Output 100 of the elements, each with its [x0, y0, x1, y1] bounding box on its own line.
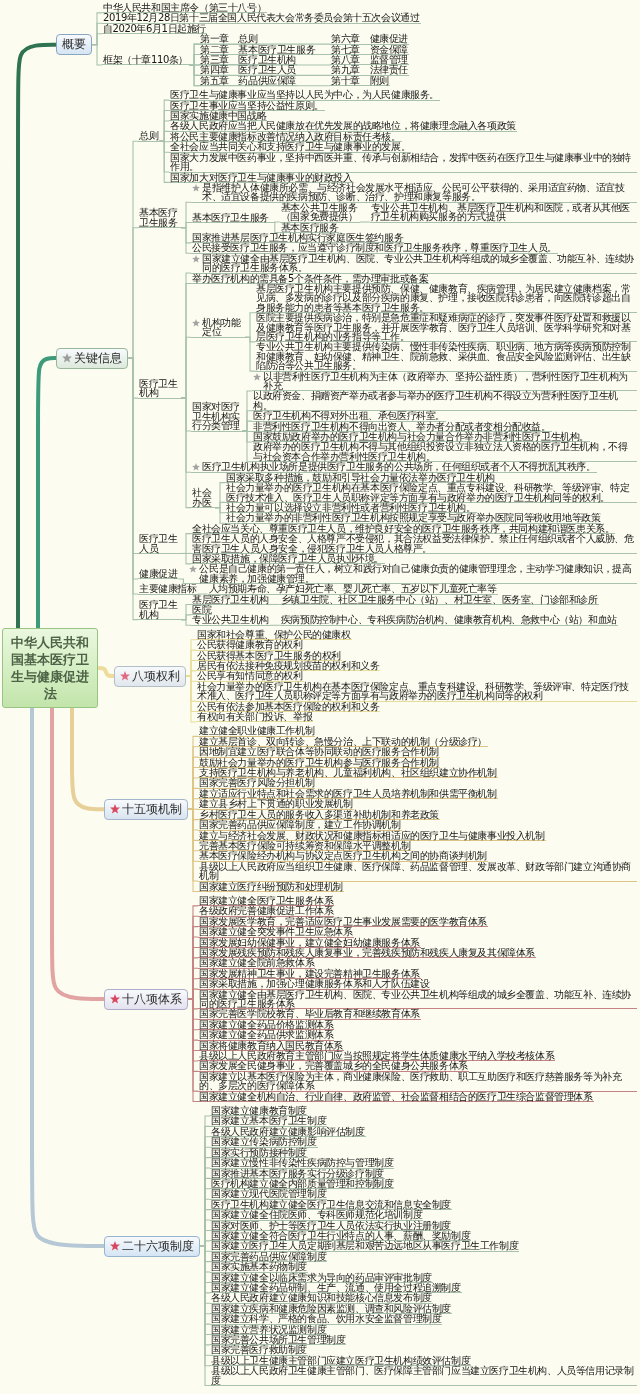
topic: 各级人民政府建立健康知识和技能核心信息发布制度 — [210, 1293, 433, 1304]
branch-label: 八项权利 — [132, 668, 180, 684]
topic: 基层医疗卫生机构 — [191, 594, 270, 605]
topic: 专业公共卫生机构、基层医疗卫生机构和医院，或者从其他医疗卫生机构购买服务的方式提供 — [369, 202, 637, 223]
topic: 各级政府完善健康促进工作体系 — [198, 906, 335, 917]
connector-line — [91, 44, 103, 66]
branch-box — [56, 347, 128, 369]
topic: 全社会应当关心、尊重医疗卫生人员，维护良好安全的医疗卫生服务秩序，共同构建和谐医患关系。 — [191, 523, 616, 535]
topic: 国家建立以基本医疗保险为主体，商业健康保险、医疗救助、职工互助医疗和医疗慈善服务等为补充的、多层次的医疗保障体系 — [198, 1071, 637, 1092]
topic: 基本医疗卫生服务 — [138, 208, 181, 229]
topic: 国家建立现代医院管理制度 — [210, 1189, 328, 1200]
connector-line — [214, 507, 226, 524]
topic: 第四章 医疗卫生人员 — [199, 65, 298, 76]
topic-text: 国家建立健全由基层医疗卫生机构、医院、专业公共卫生机构等组成的城乡全覆盖、功能互补、连续协同的医疗卫生服务体系。 — [202, 253, 635, 273]
branch-label: 二十六项制度 — [122, 1238, 194, 1254]
topic: 社会力量举办的非营利性医疗卫生机构按照规定享受与政府举办医院同等税收用地等政策 — [225, 513, 602, 524]
topic: 医疗卫生与健康事业应当坚持以人民为中心，为人民健康服务。 — [169, 90, 440, 101]
topic: 人均预期寿命、孕产妇死亡率、婴儿死亡率、五岁以下儿童死亡率等 — [207, 584, 498, 595]
topic: 医疗卫生机构 — [138, 600, 181, 621]
topic: 社会力量举办的医疗卫生机构在基本医疗保险定点、重点专科建设、科研教学、等级评审、特定医疗技术准入、医疗卫生人员职称评定等方面享有与政府举办的医疗卫生机构同等的权利。 — [225, 483, 637, 503]
connector-line — [180, 227, 192, 254]
connector-line — [269, 624, 281, 626]
topic: 全社会应当共同关心和支持医疗卫生与健康事业的发展。 — [169, 142, 412, 153]
topic: 医疗卫生机构不得对外出租、承包医疗科室。 — [252, 411, 446, 422]
topic: 国家建立科学、严格的食品、饮用水安全监督管理制度 — [210, 1314, 443, 1325]
topic: 公民享有知情同意的权利 — [196, 671, 304, 682]
topic: 专业公共卫生机构主要提供传染病、慢性非传染性疾病、职业病、地方病等疾病预防控制和健康教育、妇幼保健、精神卫生、院前急救、采供血、食品安全风险监测评估、出生缺陷防治等公共卫生服务。 — [255, 342, 637, 372]
topic: 国家采取多种措施，鼓励和引导社会力量依法举办医疗卫生机构 — [225, 472, 496, 484]
topic: 第六章 健康促进 — [330, 34, 410, 45]
topic: 国家发展全民健身事业，完善覆盖城乡的全民健身公共服务体系 — [198, 1061, 469, 1072]
connector-line — [269, 603, 281, 605]
topic: 医疗卫生人员的人身安全、人格尊严不受侵犯，其合法权益受法律保护。禁止任何组织或者个人威胁、危害医疗卫生人员人身安全，侵犯医疗卫生人员人格尊严。 — [191, 534, 637, 554]
topic: 国家加大对医疗卫生与健康事业的财政投入 — [169, 172, 354, 183]
topic: 国家建立健全药品供求监测体系 — [198, 1030, 335, 1041]
topic: 第七章 资金保障 — [330, 44, 410, 56]
connector-line — [177, 578, 189, 585]
topic: 医院主要提供疾病诊治，特别是急危重症和疑难病症的诊疗，突发事件医疗处置和救援以及健康教育等医疗卫生服务，并开展医学教育、医疗卫生人员培训、医学科学研究和对基层医疗卫生机构的业务指导等工作。 — [255, 313, 637, 343]
topic: 第五章 药品供应保障 — [199, 75, 298, 87]
topic: 国家发展精神卫生事业，建设完善精神卫生服务体系 — [198, 968, 421, 980]
topic: 国家完善医疗救助制度 — [210, 1345, 308, 1356]
branch-label: 十五项机制 — [122, 801, 182, 817]
topic: 建立县乡村上下贯通的职业发展机制 — [198, 799, 354, 810]
topic: 建立健全职业健康工作机制 — [198, 726, 316, 737]
topic: 完善基本医疗保险可持续筹资和保障水平调整机制 — [198, 840, 412, 852]
topic: 国家建立健全以临床需求为导向的药品审评审批制度 — [210, 1272, 433, 1283]
topic: 总则 — [138, 131, 160, 142]
topic: 基本医疗卫生服务 — [191, 212, 270, 224]
branch-label: 十八项体系 — [122, 991, 182, 1007]
topic: 国家发展残疾预防和残疾人康复事业，完善残疾预防和残疾人康复及其保障体系 — [198, 947, 536, 959]
topic: 中华人民共和国主席令（第三十八号） — [102, 3, 268, 14]
topic: 第二章 基本医疗卫生服务 — [199, 44, 317, 56]
topic: 国家大力发展中医药事业，坚持中西医并重、传承与创新相结合，发挥中医药在医疗卫生与健康事业中的独特作用。 — [169, 152, 637, 173]
topic: 社会办医 — [191, 488, 215, 509]
connector-line — [359, 221, 371, 223]
topic: 有权向有关部门投诉、举报 — [196, 712, 314, 723]
topic: 将公民主要健康指标改善情况纳入政府目标责任考核。 — [169, 131, 402, 143]
topic: 国家对医疗卫生机构实行分类管理 — [191, 402, 242, 432]
topic: 国家建立慢性非传染性疾病防控与管理制度 — [210, 1158, 395, 1169]
topic: 县级以上卫生健康主管部门应建立医疗卫生机构绩效评估制度 — [210, 1355, 472, 1367]
topic: 国家采取措施，加强心理健康服务体系和人才队伍建设 — [198, 979, 431, 990]
topic: 国家完善药品供应保障制度 — [210, 1251, 328, 1263]
topic: 国家发展妇幼保健事业，建立健全妇幼健康服务体系 — [198, 937, 421, 948]
topic: 公民获得基本医疗卫生服务的权利 — [196, 650, 342, 661]
topic-text: 机构功能定位 — [202, 317, 242, 337]
topic: 公民接受医疗卫生服务，应当遵守诊疗制度和医疗卫生服务秩序，尊重医疗卫生人员。 — [191, 243, 558, 254]
topic: 建立适应行业特点和社会需求的医疗卫生人员培养机制和供需平衡机制 — [198, 788, 498, 800]
connector-line — [244, 336, 256, 372]
topic: 基本医疗服务 — [279, 222, 340, 233]
topic: 举办医疗机构的需具备5个条件条件，需办理审批或备案 — [191, 273, 430, 284]
connector-line — [197, 593, 209, 595]
topic: 框架（十章110条） — [102, 55, 190, 66]
topic: 国家实行预防接种制度 — [210, 1147, 308, 1159]
topic: 2019年12月28日第十三届全国人民代表大会常务委员会第十五次会议通过 — [102, 13, 421, 24]
topic: 国家建立营养状况监测制度 — [210, 1324, 328, 1335]
topic: 国家建立健全突发事件卫生应急体系 — [198, 927, 354, 938]
branch-box — [114, 665, 186, 687]
topic: 自2020年6月1日起施行 — [102, 23, 207, 35]
topic: 乡镇卫生院、社区卫生服务中心（站）、村卫生室、医务室、门诊部和诊所 — [279, 594, 599, 605]
topic: 鼓励社会力量举办的医疗卫生机构参与医疗服务合作机制 — [198, 757, 440, 769]
branch-box — [104, 798, 188, 820]
topic: 国家发展医学教育，完善适应医疗卫生事业发展需要的医学教育体系 — [198, 916, 488, 928]
connector-line — [269, 222, 281, 233]
topic: 第一章 总则 — [199, 34, 259, 45]
branch-connector — [97, 666, 115, 679]
topic: 国家建立健全院前急救体系 — [198, 958, 316, 969]
topic: 国家完善医学院校教育、毕业后教育和继续教育体系 — [198, 1009, 421, 1020]
topic: 健康促进 — [138, 569, 179, 580]
topic: 国家建立医疗纠纷预防和处理机制 — [198, 881, 344, 892]
topic: 建立与经济社会发展、财政状况和健康指标相适应的医疗卫生与健康事业投入机制 — [198, 830, 546, 841]
topic: 专业公共卫生机构 — [191, 615, 270, 626]
topic: 国家对医师、护士等医疗卫生人员依法实行执业注册制度 — [210, 1220, 452, 1231]
topic: 国家完善药品供应保障制度，建立工作协调机制 — [198, 820, 402, 831]
topic: 国家推进基本医疗服务实行分级诊疗制度 — [210, 1168, 385, 1179]
topic: 因地制宜建立医疗联合体等协同联动的医疗服务合作机制 — [198, 747, 440, 758]
branch-connector — [50, 708, 104, 1001]
topic: 国家完善医疗风险分担机制 — [198, 778, 316, 789]
topic: 医疗卫生人员 — [138, 534, 181, 554]
topic: 医院 — [191, 604, 213, 616]
topic: 县级以上人民政府卫生健康主管部门、医疗保障主管部门应当建立医疗卫生机构、人员等信用记录制度 — [210, 1366, 637, 1387]
topic: 公民获得健康教育的权利 — [196, 640, 304, 651]
